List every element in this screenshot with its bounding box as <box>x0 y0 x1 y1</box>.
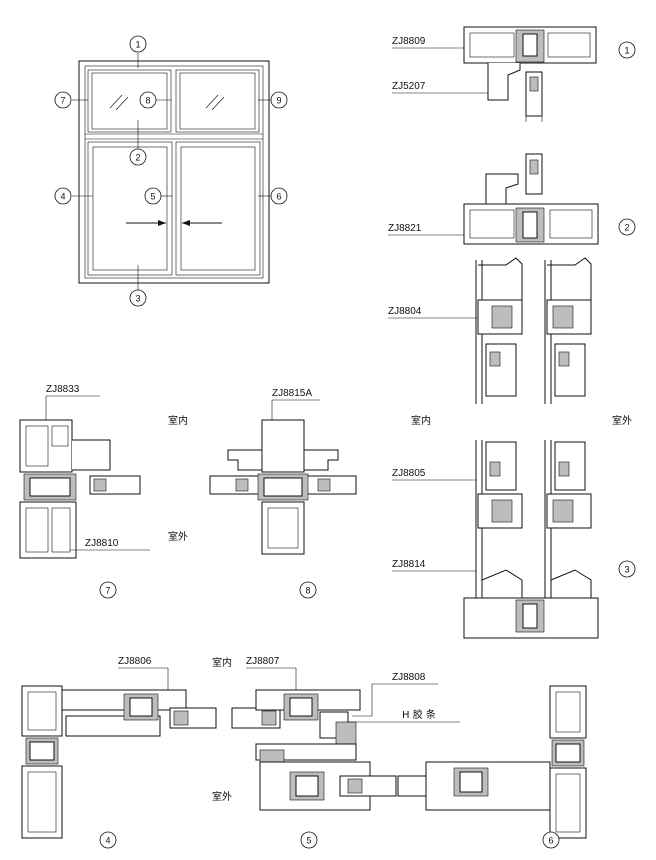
section-1-profile <box>463 26 597 122</box>
svg-text:1: 1 <box>135 40 140 50</box>
section-2-profile <box>463 153 599 404</box>
svg-text:8: 8 <box>305 586 310 596</box>
svg-text:5: 5 <box>306 836 311 846</box>
section-8-profile <box>209 419 357 555</box>
profile-label-zj8814: ZJ8814 <box>392 559 426 570</box>
indoor-label: 室内 <box>168 414 188 427</box>
section-number-marker: 7 <box>99 581 117 599</box>
section-number-marker: 4 <box>99 831 117 849</box>
section-7-profile <box>19 419 141 559</box>
profile-label-zj8804: ZJ8804 <box>388 306 422 317</box>
outdoor-label: 室外 <box>168 530 188 543</box>
callout-marker: 8 <box>139 91 157 109</box>
section-5-profile <box>231 689 397 811</box>
svg-text:4: 4 <box>60 192 65 202</box>
profile-label-zj8833: ZJ8833 <box>46 384 80 395</box>
svg-text:7: 7 <box>60 96 65 106</box>
outdoor-label: 室外 <box>212 790 232 803</box>
indoor-label: 室内 <box>411 414 431 427</box>
callout-marker: 2 <box>129 148 147 166</box>
window-elevation <box>72 53 271 290</box>
profile-label-zj8805: ZJ8805 <box>392 468 426 479</box>
callout-marker: 1 <box>129 35 147 53</box>
profile-label-zj5207: ZJ5207 <box>392 81 426 92</box>
section-number-marker: 3 <box>618 560 636 578</box>
section-number-marker: 8 <box>299 581 317 599</box>
profile-label-zj8809: ZJ8809 <box>392 36 426 47</box>
svg-text:9: 9 <box>276 96 281 106</box>
svg-text:6: 6 <box>276 192 281 202</box>
callout-marker: 4 <box>54 187 72 205</box>
section-number-marker: 2 <box>618 218 636 236</box>
profile-label-zj8821: ZJ8821 <box>388 223 422 234</box>
profile-label-zj8815a: ZJ8815A <box>272 388 312 399</box>
profile-label-zj8806: ZJ8806 <box>118 656 152 667</box>
section-number-marker: 1 <box>618 41 636 59</box>
callout-marker: 3 <box>129 289 147 307</box>
h-gasket-label: H 胶 条 <box>402 708 436 721</box>
section-3-profile <box>463 440 599 639</box>
svg-text:5: 5 <box>150 192 155 202</box>
svg-text:7: 7 <box>105 586 110 596</box>
svg-text:1: 1 <box>624 46 629 56</box>
svg-text:2: 2 <box>135 153 140 163</box>
svg-text:6: 6 <box>548 836 553 846</box>
svg-text:3: 3 <box>135 294 140 304</box>
indoor-label: 室内 <box>212 656 232 669</box>
section-4-profile <box>21 685 217 839</box>
svg-text:4: 4 <box>105 836 110 846</box>
profile-label-zj8808: ZJ8808 <box>392 672 426 683</box>
callout-marker: 6 <box>270 187 288 205</box>
section-number-marker: 6 <box>542 831 560 849</box>
svg-text:2: 2 <box>624 223 629 233</box>
callout-marker: 9 <box>270 91 288 109</box>
outdoor-label: 室外 <box>612 414 632 427</box>
profile-label-zj8807: ZJ8807 <box>246 656 280 667</box>
callout-marker: 5 <box>144 187 162 205</box>
svg-text:8: 8 <box>145 96 150 106</box>
profile-label-zj8810: ZJ8810 <box>85 538 119 549</box>
svg-text:3: 3 <box>624 565 629 575</box>
section-number-marker: 5 <box>300 831 318 849</box>
callout-marker: 7 <box>54 91 72 109</box>
section-6-profile <box>397 685 587 839</box>
